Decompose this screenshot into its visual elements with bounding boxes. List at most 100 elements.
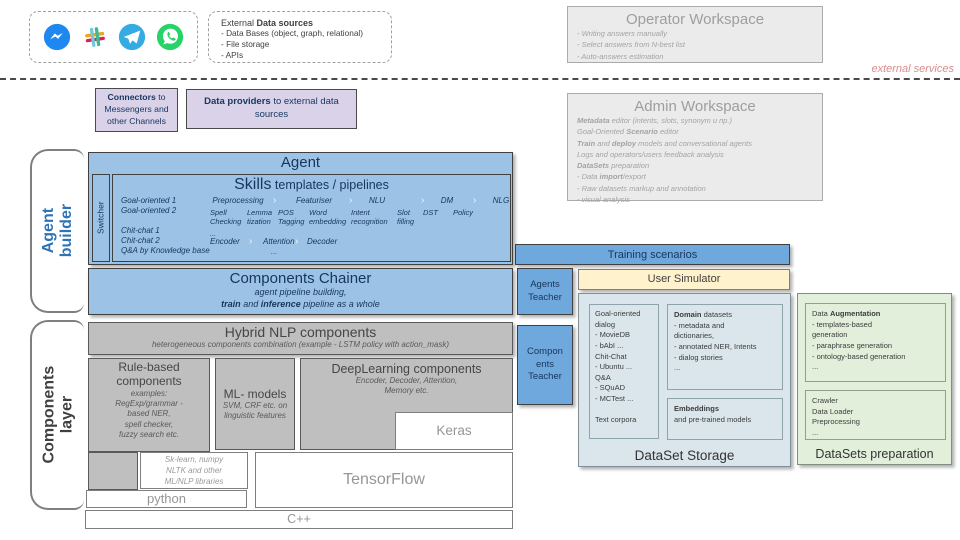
skill-item: Q&A by Knowledge base — [121, 246, 210, 255]
admin-workspace-line: Metadata editor (intents, slots, synonym… — [577, 116, 733, 125]
pipeline-step: Word embedding — [309, 208, 347, 227]
user-simulator-bar: User Simulator — [578, 269, 790, 290]
deep-learning-title: DeepLearning components — [331, 362, 482, 376]
chevron-right-icon: › — [249, 236, 253, 247]
admin-workspace-line: Goal-Oriented Scenario editor — [577, 127, 679, 137]
components-layer-label: Components layer — [40, 366, 75, 464]
ml-models-title: ML- models — [223, 386, 287, 401]
components-chainer-sub1: agent pipeline building, — [254, 287, 347, 297]
agent-title: Agent — [280, 154, 321, 171]
skills-box: Skills templates / pipelines Goal-orient… — [112, 174, 511, 264]
sklearn-box: Sk-learn, numpy NLTK and other ML/NLP li… — [140, 452, 248, 489]
messengers-group — [29, 11, 198, 63]
admin-workspace-line: - Raw datasets markup and annotation — [577, 183, 706, 193]
operator-workspace-items: - Writing answers manually - Select answ… — [577, 29, 685, 61]
domain-datasets-title: Domain datasets — [674, 310, 732, 319]
agents-teacher-box: Agents Teacher — [517, 268, 573, 315]
pipeline-ellipsis: ... — [271, 247, 278, 256]
data-augmentation-box: Data Augmentation - templates-based gene… — [805, 303, 946, 382]
skills-title-rest: templates / pipelines — [271, 178, 389, 192]
pipeline-stage: Preprocessing — [212, 196, 264, 205]
telegram-icon — [119, 23, 146, 51]
training-scenarios-bar: Training scenarios — [515, 244, 790, 265]
components-chainer-sub2: train and inference pipeline as a whole — [221, 298, 380, 309]
domain-datasets-body: - metadata and dictionaries, - annotated… — [674, 320, 757, 373]
pipeline-step: POS Tagging — [278, 208, 305, 227]
agent-box: Agent Switcher Skills templates / pipeli… — [88, 152, 513, 265]
chevron-right-icon: › — [273, 195, 277, 206]
hybrid-nlp-box: Hybrid NLP components heterogeneous comp… — [88, 322, 513, 355]
chevron-right-icon: › — [295, 236, 299, 247]
gray-filler-block — [88, 452, 138, 490]
external-services-label: external services — [871, 63, 954, 75]
external-data-sources-box: External Data sources - Data Bases (obje… — [208, 11, 392, 63]
python-box: python — [86, 490, 247, 508]
domain-datasets-box: Domain datasets - metadata and dictionar… — [667, 304, 783, 390]
skill-item: Chit-chat 2 — [121, 236, 160, 245]
admin-workspace-title: Admin Workspace — [634, 98, 756, 115]
keras-box: Keras — [395, 412, 513, 450]
chevron-right-icon: › — [473, 195, 477, 206]
admin-workspace: Admin Workspace Metadata editor (intents… — [567, 93, 823, 204]
external-data-sources-title: External Data sources — [221, 18, 314, 28]
admin-workspace-line: - visual analysis — [577, 194, 630, 204]
agent-builder-label: Agent builder — [40, 204, 75, 258]
pipeline-stage: NLG — [492, 196, 510, 205]
datasets-preparation-box: Data Augmentation - templates-based gene… — [797, 293, 952, 465]
cpp-box: C++ — [85, 510, 513, 529]
data-providers-box: Data providers to external data sources — [186, 89, 357, 129]
agent-builder-bracket: Agent builder — [30, 149, 84, 313]
connectors-label: Connectors to Messengers and other Chann… — [104, 92, 169, 126]
admin-workspace-line: Train and deploy models and conversation… — [577, 138, 752, 148]
dataset-storage-box: Goal-oriented dialog - MovieDB - bAbI ..… — [578, 293, 791, 467]
hybrid-nlp-title: Hybrid NLP components — [224, 324, 377, 340]
admin-workspace-line: DataSets preparation — [577, 161, 650, 170]
pipeline-step: Decoder — [307, 237, 338, 246]
pipeline-step: Policy — [453, 208, 474, 217]
components-chainer-title: Components Chainer — [229, 270, 372, 287]
external-data-sources-items: - Data Bases (object, graph, relational)… — [221, 28, 364, 61]
pipeline-stage: DM — [440, 196, 454, 205]
skill-item: Goal-oriented 2 — [121, 206, 177, 215]
connectors-box: Connectors to Messengers and other Chann… — [95, 88, 178, 132]
pipeline-stage: Featuriser — [295, 196, 332, 205]
skill-item: Chit-chat 1 — [121, 226, 160, 235]
pipeline-step: Encoder — [210, 237, 240, 246]
pipeline-step: Attention — [263, 237, 295, 246]
external-services-divider — [0, 78, 960, 80]
skills-title-big: Skills — [234, 176, 272, 193]
whatsapp-icon — [156, 23, 183, 51]
hybrid-nlp-subtitle: heterogeneous components combination (ex… — [151, 340, 450, 349]
tensorflow-box: TensorFlow — [255, 452, 513, 508]
switcher-box: Switcher — [92, 174, 110, 262]
goal-oriented-dialog-box: Goal-oriented dialog - MovieDB - bAbI ..… — [589, 304, 659, 439]
rule-based-title: Rule-based components — [116, 360, 182, 388]
dataset-storage-title: DataSet Storage — [634, 448, 735, 463]
ml-models-body: SVM, CRF etc. on linguistic features — [222, 400, 288, 420]
chevron-right-icon: › — [421, 195, 425, 206]
data-providers-label: Data providers to external data sources — [204, 96, 339, 120]
pipeline-ellipsis: ... — [210, 229, 217, 238]
components-chainer-box: Components Chainer agent pipeline buildi… — [88, 268, 513, 315]
switcher-label: Switcher — [95, 201, 106, 235]
operator-workspace: Operator Workspace - Writing answers man… — [567, 6, 823, 63]
pipeline-step: Spell Checking — [210, 208, 242, 227]
data-augmentation-title: Data Augmentation — [812, 309, 881, 318]
rule-based-body: examples: RegExp/grammar - based NER, sp… — [115, 388, 183, 440]
ml-models-box: ML- models SVM, CRF etc. on linguistic f… — [215, 358, 295, 450]
operator-workspace-title: Operator Workspace — [625, 11, 765, 28]
rule-based-box: Rule-based components examples: RegExp/g… — [88, 358, 210, 452]
skill-item: Goal-oriented 1 — [121, 196, 177, 205]
facebook-messenger-icon — [44, 23, 71, 51]
pipeline-step: DST — [423, 208, 438, 217]
pipeline-stage: NLU — [368, 196, 385, 205]
pipeline-step: Lemma tization — [247, 208, 273, 227]
admin-workspace-line: - Data import/export — [577, 172, 646, 182]
slack-icon — [84, 27, 105, 47]
components-teacher-box: Components Teacher — [517, 325, 573, 405]
pipeline-step: Slot filling — [397, 208, 415, 227]
skills-title: Skills templates / pipelines — [113, 175, 510, 194]
admin-workspace-line: Logs and operators/users feedback analys… — [577, 149, 724, 159]
deep-learning-body: Encoder, Decoder, Attention, Memory etc. — [355, 376, 458, 396]
